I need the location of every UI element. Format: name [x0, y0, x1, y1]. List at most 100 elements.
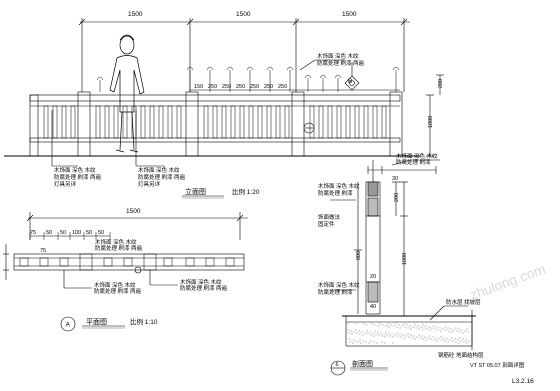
baluster [345, 105, 351, 139]
baluster [336, 105, 342, 139]
aggregate-dot [377, 325, 379, 327]
aggregate-dot [448, 330, 450, 332]
aggregate-dot [415, 327, 417, 329]
section-view [330, 159, 476, 376]
elev-callout-1b: 木饰面 深色 木纹 [138, 166, 180, 174]
aggregate-dot [373, 341, 375, 343]
aggregate-dot [452, 340, 454, 342]
post-dim-0: 150 [194, 84, 203, 90]
plant-leaf [266, 66, 274, 71]
sec-dim-1000: 1000 [402, 253, 408, 265]
dim-1500-b: 1500 [236, 11, 251, 18]
plan-view [3, 212, 248, 332]
aggregate-dot [450, 328, 452, 330]
baluster [221, 105, 227, 139]
sec-callout-7: 防水层 找坡层 [446, 298, 481, 306]
plan-post [185, 257, 195, 267]
plan-bubble: A [66, 322, 71, 329]
aggregate-dot [355, 323, 357, 325]
aggregate-dot [367, 333, 369, 335]
aggregate-dot [348, 332, 350, 334]
baluster [230, 105, 236, 139]
aggregate-dot [439, 327, 441, 329]
aggregate-dot [427, 337, 429, 339]
baluster [318, 105, 324, 139]
dim-1500-a: 1500 [128, 11, 143, 18]
aggregate-dot [413, 335, 415, 337]
baluster [381, 105, 387, 139]
aggregate-dot [350, 330, 352, 332]
plan-post [59, 257, 69, 267]
aggregate-dot [369, 331, 371, 333]
aggregate-dot [405, 335, 407, 337]
elev-callout-3b: 灯具另详 [138, 180, 161, 188]
elevation-view [4, 18, 444, 199]
aggregate-dot [382, 324, 384, 326]
aggregate-dot [465, 339, 467, 341]
aggregate-dot [361, 331, 363, 333]
aggregate-dot [417, 325, 419, 327]
aggregate-dot [440, 330, 442, 332]
height-dim-1000: 1000 [428, 116, 434, 128]
aggregate-dot [438, 338, 440, 340]
aggregate-dot [406, 324, 408, 326]
aggregate-dot [375, 333, 377, 335]
sec-ground-label: 钢筋砼 地面结构层 [438, 351, 484, 359]
aggregate-dot [366, 324, 368, 326]
aggregate-dot [370, 340, 372, 342]
baluster [212, 105, 218, 139]
aggregate-dot [444, 326, 446, 328]
sec-callout-3: 饰面做法 [318, 213, 341, 221]
aggregate-dot [354, 340, 356, 342]
aggregate-dot [392, 342, 394, 344]
aggregate-dot [381, 341, 383, 343]
aggregate-dot [347, 329, 349, 331]
baluster [167, 105, 173, 139]
aggregate-dot [455, 341, 457, 343]
aggregate-dot [459, 337, 461, 339]
aggregate-dot [371, 323, 373, 325]
aggregate-dot [410, 334, 412, 336]
aggregate-dot [461, 329, 463, 331]
aggregate-dot [359, 339, 361, 341]
aggregate-dot [384, 336, 386, 338]
aggregate-dot [404, 326, 406, 328]
baluster [266, 105, 272, 139]
sheet-number: L3.2.16 [512, 378, 534, 385]
aggregate-dot [436, 340, 438, 342]
plan-post [79, 253, 93, 271]
plan-callout-4: 防腐处理 刷漆 两遍 [94, 287, 142, 295]
post-dim-4: 250 [250, 84, 259, 90]
aggregate-dot [374, 330, 376, 332]
aggregate-dot [357, 341, 359, 343]
sec-callout-top-1: 木饰面 深色 木纹 [396, 152, 438, 160]
aggregate-dot [397, 335, 399, 337]
sec-callout-6: 防腐处理 刷漆 [318, 288, 353, 296]
aggregate-dot [431, 327, 433, 329]
plan-dim-75a: 75 [30, 230, 36, 236]
plan-dim-50b: 50 [60, 230, 66, 236]
aggregate-dot [400, 336, 402, 338]
aggregate-dot [384, 342, 386, 344]
aggregate-dot [353, 331, 355, 333]
aggregate-dot [447, 341, 449, 343]
aggregate-dot [460, 340, 462, 342]
aggregate-dot [408, 336, 410, 338]
aggregate-dot [453, 329, 455, 331]
aggregate-dot [391, 333, 393, 335]
baluster [327, 105, 333, 139]
plan-post [205, 257, 215, 267]
plan-scale: 比例 1:10 [130, 317, 158, 326]
aggregate-dot [446, 338, 448, 340]
baluster [203, 105, 209, 139]
aggregate-dot [352, 342, 354, 344]
aggregate-dot [385, 331, 387, 333]
aggregate-dot [373, 335, 375, 337]
sec-dim-20: 20 [370, 274, 376, 280]
scale-figure [109, 34, 145, 153]
elev-callout-2b: 防腐处理 刷漆 两遍 [138, 173, 186, 181]
aggregate-dot [457, 339, 459, 341]
aggregate-dot [360, 342, 362, 344]
sec-callout-top-2: 防腐处理 刷漆 [396, 158, 431, 166]
